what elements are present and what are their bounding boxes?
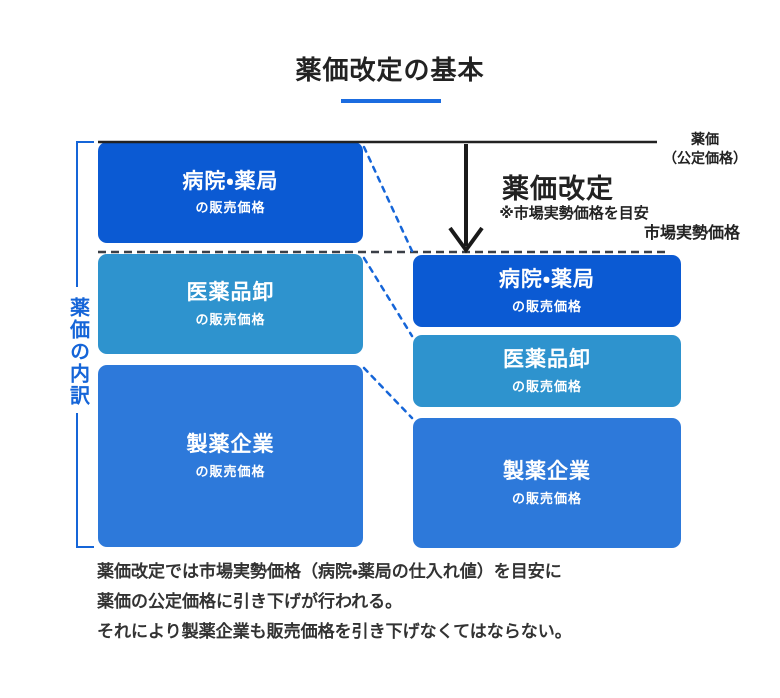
box-label: 病院・薬局 <box>182 169 279 193</box>
box-sublabel: の販売価格 <box>195 200 266 216</box>
footer-line3: それにより製薬企業も販売価格を引き下げなくてはならない。 <box>97 622 572 641</box>
revision-title: 薬価改定 <box>502 174 614 204</box>
box-label: 製薬企業 <box>503 460 591 484</box>
box-sublabel: の販売価格 <box>195 463 266 479</box>
after-box-hospital-pharmacy: 病院・薬局 の販売価格 <box>413 255 681 327</box>
before-box-hospital-pharmacy: 病院・薬局 の販売価格 <box>98 142 363 243</box>
page-title: 薬価改定の基本 <box>295 55 485 85</box>
box-label: 医薬品卸 <box>503 348 591 372</box>
price-breakdown-label: 薬価の内訳 <box>66 297 89 407</box>
market-price-label: 市場実勢価格 <box>644 225 741 242</box>
official-price-line2: （公定価格） <box>663 150 747 166</box>
price-drop-diagonals <box>362 145 414 420</box>
box-sublabel: の販売価格 <box>195 311 266 327</box>
before-box-manufacturer: 製薬企業 の販売価格 <box>98 365 363 547</box>
box-sublabel: の販売価格 <box>511 378 582 394</box>
footer-line1: 薬価改定では市場実勢価格（病院・薬局の仕入れ値）を目安に <box>97 562 562 581</box>
after-box-manufacturer: 製薬企業 の販売価格 <box>413 418 681 548</box>
official-price-label: 薬価 （公定価格） <box>652 130 758 168</box>
official-price-line1: 薬価 <box>691 131 719 147</box>
after-box-wholesaler: 医薬品卸 の販売価格 <box>413 335 681 407</box>
box-label: 医薬品卸 <box>186 281 275 305</box>
title-underline <box>341 99 441 103</box>
revision-note: ※市場実勢価格を目安 <box>499 205 649 222</box>
box-label: 病院・薬局 <box>498 268 596 292</box>
footer-text: 薬価改定では市場実勢価格（病院・薬局の仕入れ値）を目安に 薬価の公定価格に引き下… <box>97 557 717 647</box>
before-box-wholesaler: 医薬品卸 の販売価格 <box>98 254 363 354</box>
footer-line2: 薬価の公定価格に引き下げが行われる。 <box>97 592 403 611</box>
box-sublabel: の販売価格 <box>511 298 582 314</box>
box-sublabel: の販売価格 <box>511 490 582 506</box>
box-label: 製薬企業 <box>186 433 275 457</box>
